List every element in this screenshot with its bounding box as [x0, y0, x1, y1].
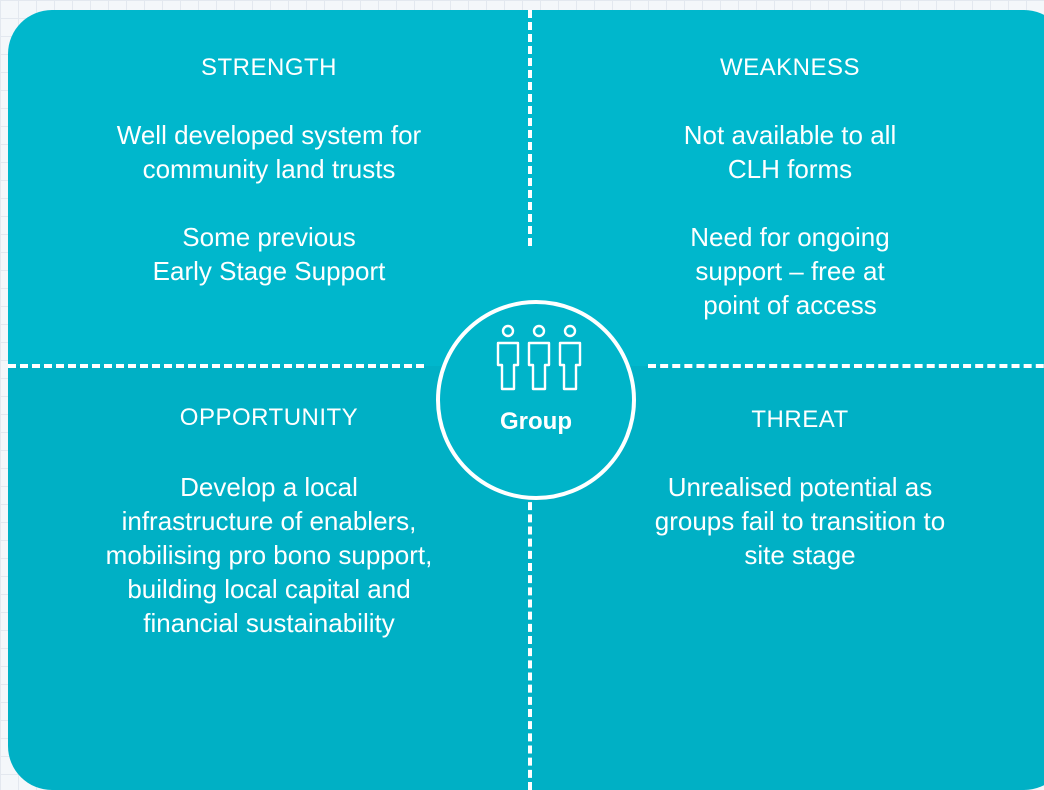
quadrant-weakness: WEAKNESS Not available to all CLH forms …	[530, 10, 1044, 366]
people-group-icon	[496, 324, 582, 391]
threat-title: THREAT	[751, 406, 849, 433]
group-center-circle: Group	[436, 300, 636, 500]
weakness-point-text: Not available to all CLH forms	[683, 120, 897, 184]
strength-point: Well developed system for community land…	[8, 118, 530, 186]
swot-diagram: STRENGTH Well developed system for commu…	[8, 10, 1044, 790]
weakness-point: Not available to all CLH forms	[530, 118, 1044, 186]
weakness-point: Need for ongoing support – free at point…	[530, 220, 1044, 322]
opportunity-point: Develop a local infrastructure of enable…	[8, 470, 530, 640]
strength-title: STRENGTH	[201, 54, 337, 81]
weakness-point-text: Need for ongoing support – free at point…	[690, 222, 890, 320]
weakness-title: WEAKNESS	[719, 54, 861, 81]
opportunity-title: OPPORTUNITY	[179, 404, 359, 431]
opportunity-point-text: Develop a local infrastructure of enable…	[105, 472, 433, 638]
horizontal-divider-left	[8, 364, 424, 368]
vertical-divider-bottom	[528, 490, 532, 790]
strength-point-text: Well developed system for community land…	[116, 120, 422, 184]
threat-point: Unrealised potential as groups fail to t…	[530, 470, 1044, 572]
center-label: Group	[500, 408, 572, 435]
quadrant-strength: STRENGTH Well developed system for commu…	[8, 10, 530, 366]
threat-point-text: Unrealised potential as groups fail to t…	[654, 472, 946, 570]
vertical-divider-top	[528, 10, 532, 246]
strength-point: Some previous Early Stage Support	[8, 220, 530, 288]
strength-point-text: Some previous Early Stage Support	[152, 222, 386, 286]
horizontal-divider-right	[648, 364, 1044, 368]
